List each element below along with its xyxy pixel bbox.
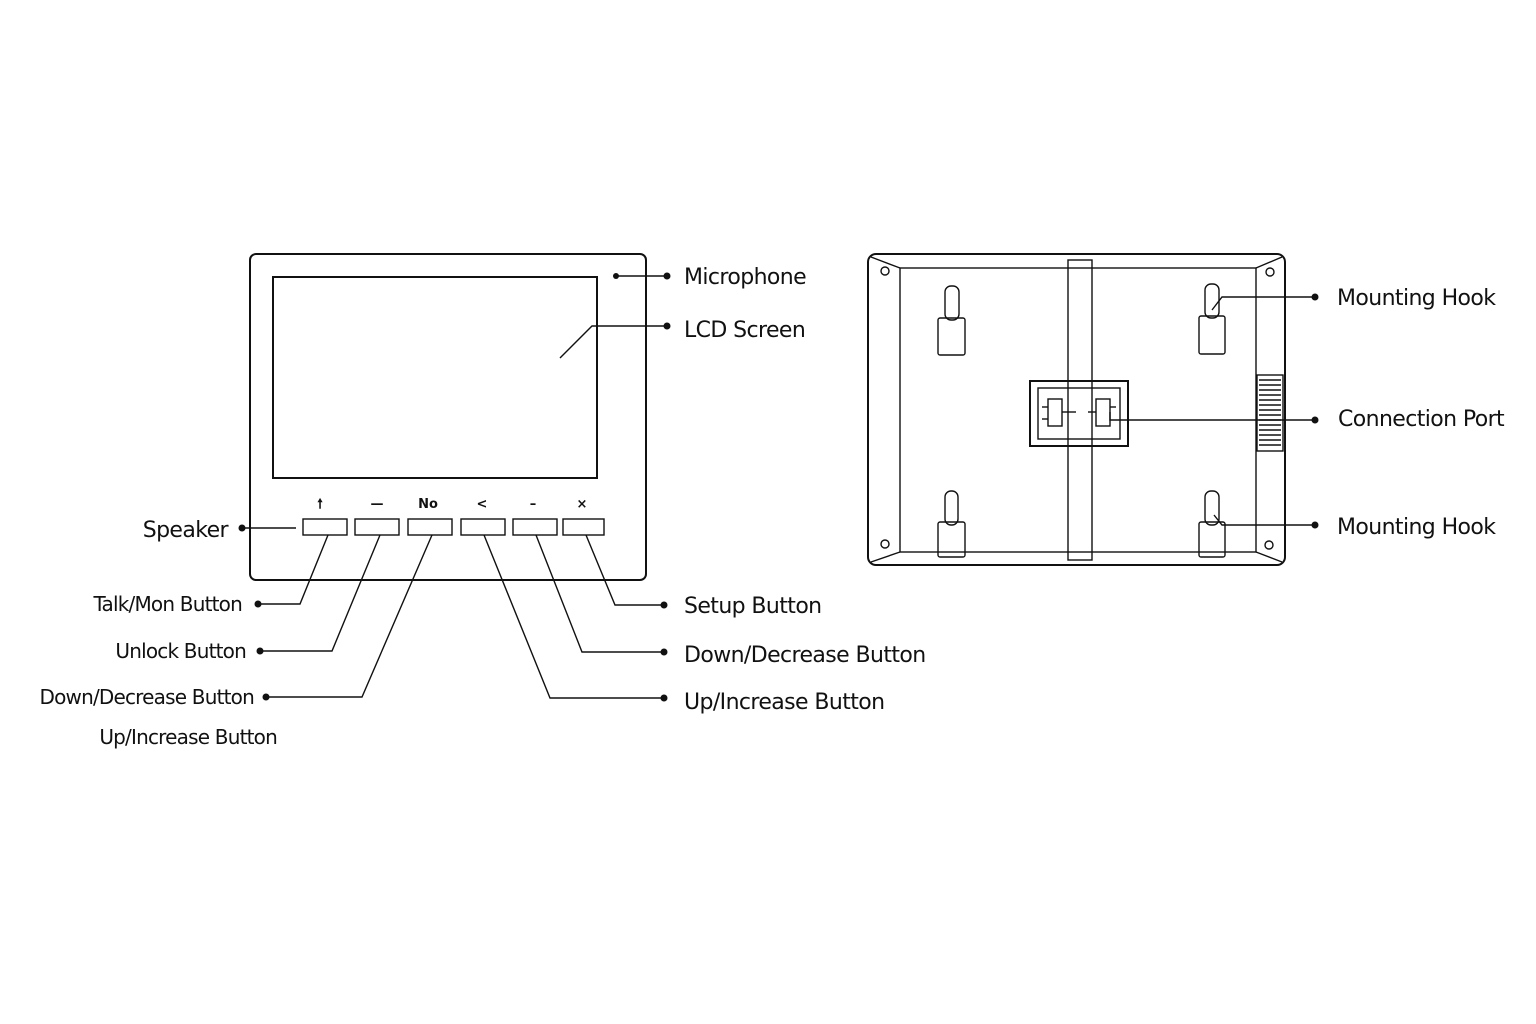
- up-increase-button-left[interactable]: [460, 518, 506, 536]
- microphone-label: Microphone: [684, 265, 806, 290]
- connector-left: [1047, 398, 1063, 427]
- back-callouts: [1109, 293, 1319, 529]
- mounting-hook-top-left: [937, 285, 966, 356]
- front-labels: Microphone LCD Screen Speaker Talk/Mon B…: [39, 265, 926, 749]
- back-labels: Mounting Hook Connection Port Mounting H…: [1337, 286, 1506, 540]
- mounting-rail: [1067, 259, 1093, 561]
- screw-hole-icon: [880, 539, 890, 549]
- setup-button[interactable]: [562, 518, 605, 536]
- screw-hole-icon: [1264, 540, 1274, 550]
- minus-icon: –: [530, 497, 537, 512]
- speaker-label: Speaker: [143, 518, 230, 543]
- up-increase-left-label: Up/Increase Button: [99, 725, 277, 749]
- front-housing: [249, 253, 647, 581]
- connection-port-label: Connection Port: [1338, 407, 1505, 432]
- connector-right: [1095, 398, 1111, 427]
- back-housing: [867, 253, 1286, 566]
- dash-icon: —: [371, 497, 384, 512]
- side-connection-port: [1256, 374, 1284, 452]
- down-decrease-left-label: Down/Decrease Button: [39, 685, 254, 709]
- no-text-icon: No: [418, 497, 438, 512]
- up-increase-right-label: Up/Increase Button: [684, 690, 884, 715]
- down-decrease-button-right[interactable]: [512, 518, 558, 536]
- mounting-hook-bottom-label: Mounting Hook: [1337, 515, 1496, 540]
- connection-box: [1029, 380, 1129, 447]
- down-decrease-right-label: Down/Decrease Button: [684, 643, 926, 668]
- mounting-hook-top-label: Mounting Hook: [1337, 286, 1496, 311]
- unlock-button[interactable]: [354, 518, 400, 536]
- mounting-hook-bottom-right: [1198, 490, 1226, 558]
- chevron-left-icon: <: [477, 497, 488, 512]
- setup-label: Setup Button: [684, 594, 822, 619]
- screw-hole-icon: [1265, 267, 1275, 277]
- back-panel: [867, 253, 1286, 566]
- talk-mon-label: Talk/Mon Button: [92, 592, 242, 616]
- unlock-label: Unlock Button: [115, 639, 246, 663]
- mounting-hook-top-right: [1198, 283, 1226, 355]
- down-decrease-button-left[interactable]: [407, 518, 453, 536]
- lcd-screen-label: LCD Screen: [684, 318, 805, 343]
- close-icon: ×: [577, 497, 588, 512]
- front-callouts: [238, 272, 671, 702]
- grille-icon: [1259, 379, 1281, 446]
- arrow-up-icon: 🠕: [317, 497, 323, 512]
- front-panel: 🠕 — No < – ×: [249, 253, 647, 581]
- talk-mon-button[interactable]: [302, 518, 348, 536]
- lcd-screen: [272, 276, 598, 479]
- screw-hole-icon: [880, 266, 890, 276]
- mounting-hook-bottom-left: [937, 490, 966, 558]
- back-inner-recess: [899, 267, 1257, 553]
